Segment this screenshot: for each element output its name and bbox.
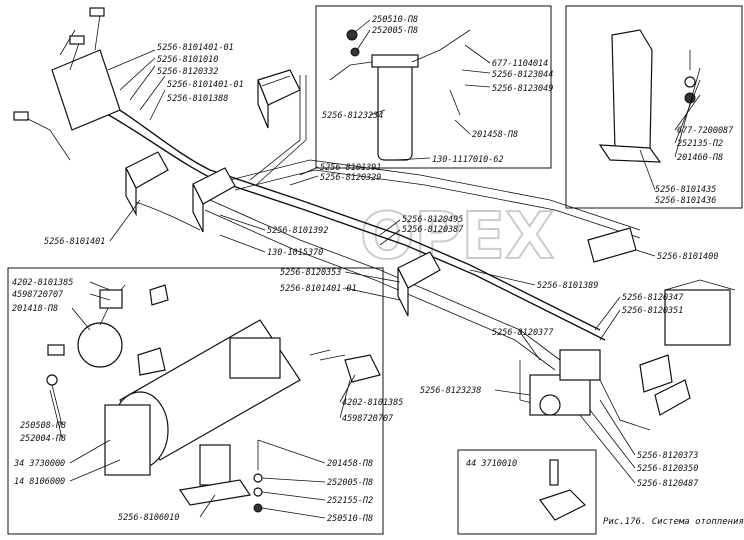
label-l15: 5256-8120329 (320, 173, 381, 183)
radiator-5 (587, 227, 637, 263)
label-l06: 250510-П8 (372, 15, 418, 25)
label-l27: 5256-8120353 (280, 268, 341, 278)
label-l01: 5256-8101401-01 (157, 43, 234, 53)
fittings (137, 284, 381, 513)
filter-assembly (329, 29, 471, 161)
label-l09: 5256-8123044 (492, 70, 553, 80)
radiator-6 (639, 354, 673, 393)
label-l37: 4202-8101385 (342, 398, 403, 408)
label-l05: 5256-8101388 (167, 94, 228, 104)
radiator-3 (192, 167, 236, 233)
label-l18: 201460-П8 (677, 153, 723, 163)
label-l38: 4598720707 (342, 414, 394, 424)
circulation-pump (46, 284, 126, 386)
label-l40: 252004-П8 (20, 434, 66, 444)
label-l11: 5256-8123234 (322, 111, 383, 121)
label-l45: 252155-П2 (327, 496, 373, 506)
pedals-cluster (13, 7, 121, 161)
bracket-inset-frame (565, 5, 743, 209)
watermark-text: OPEX (360, 200, 554, 274)
label-l20: 5256-8101436 (655, 196, 716, 206)
label-l28: 5256-8101401-01 (280, 284, 357, 294)
label-l43: 201458-П8 (327, 459, 373, 469)
label-l14: 5256-8101391 (320, 163, 381, 173)
label-l49: 5256-8120373 (637, 451, 698, 461)
label-l08: 677-1104014 (492, 59, 548, 69)
leader-lines (49, 19, 701, 519)
label-l24: 5256-8120387 (402, 225, 464, 235)
label-l35: 5256-8120377 (492, 328, 554, 338)
label-l25: 130-1015370 (267, 248, 323, 258)
label-l41: 34 3730000 (13, 459, 65, 469)
label-l31: 4598720707 (12, 290, 64, 300)
label-l13: 130-1117010-62 (432, 155, 504, 165)
heater-unit (104, 319, 346, 486)
label-l30: 4202-8101385 (12, 278, 73, 288)
label-l26: 5256-8101400 (657, 252, 718, 262)
label-l46: 5256-8106010 (118, 513, 179, 523)
label-l50: 5256-8120350 (637, 464, 698, 474)
label-l07: 252005-П8 (372, 26, 418, 36)
radiator-4 (397, 251, 441, 317)
label-l48: 44 3710010 (466, 459, 517, 469)
radiator-1 (257, 69, 301, 129)
label-l34: 5256-8120351 (622, 306, 683, 316)
label-l21: 5256-8101401 (44, 237, 105, 247)
temperature-sensor (539, 459, 587, 521)
label-l02: 5256-8101010 (157, 55, 218, 65)
label-l19: 5256-8101435 (655, 185, 716, 195)
label-l10: 5256-8123049 (492, 84, 553, 94)
radiator-2 (125, 151, 169, 217)
part-labels: 5256-8101401-01 5256-8101010 5256-812033… (12, 15, 744, 527)
label-l42: 14 8106000 (14, 477, 65, 487)
bracket-part (598, 29, 696, 163)
label-l23: 5256-8120495 (402, 215, 463, 225)
pump-block (529, 279, 736, 416)
label-l51: 5256-8120487 (637, 479, 699, 489)
label-l33: 5256-8120347 (622, 293, 684, 303)
label-l32: 201418-П8 (12, 304, 58, 314)
label-l36: 5256-8123238 (420, 386, 481, 396)
label-l12: 201458-П8 (472, 130, 518, 140)
label-l04: 5256-8101401-01 (167, 80, 244, 90)
figure-caption: Рис.176. Система отопления (603, 517, 744, 527)
label-l22: 5256-8101392 (267, 226, 328, 236)
label-l16: 677-7200087 (677, 126, 734, 136)
label-l47: 250510-П8 (327, 514, 373, 524)
heater-inset-frame (7, 267, 384, 535)
sensor-inset-frame (457, 449, 597, 535)
label-l03: 5256-8120332 (157, 67, 218, 77)
label-l29: 5256-8101389 (537, 281, 598, 291)
label-l17: 252135-П2 (677, 139, 723, 149)
label-l39: 250508-П8 (20, 421, 66, 431)
filter-inset-frame (315, 5, 552, 169)
label-l44: 252005-П8 (327, 478, 373, 488)
